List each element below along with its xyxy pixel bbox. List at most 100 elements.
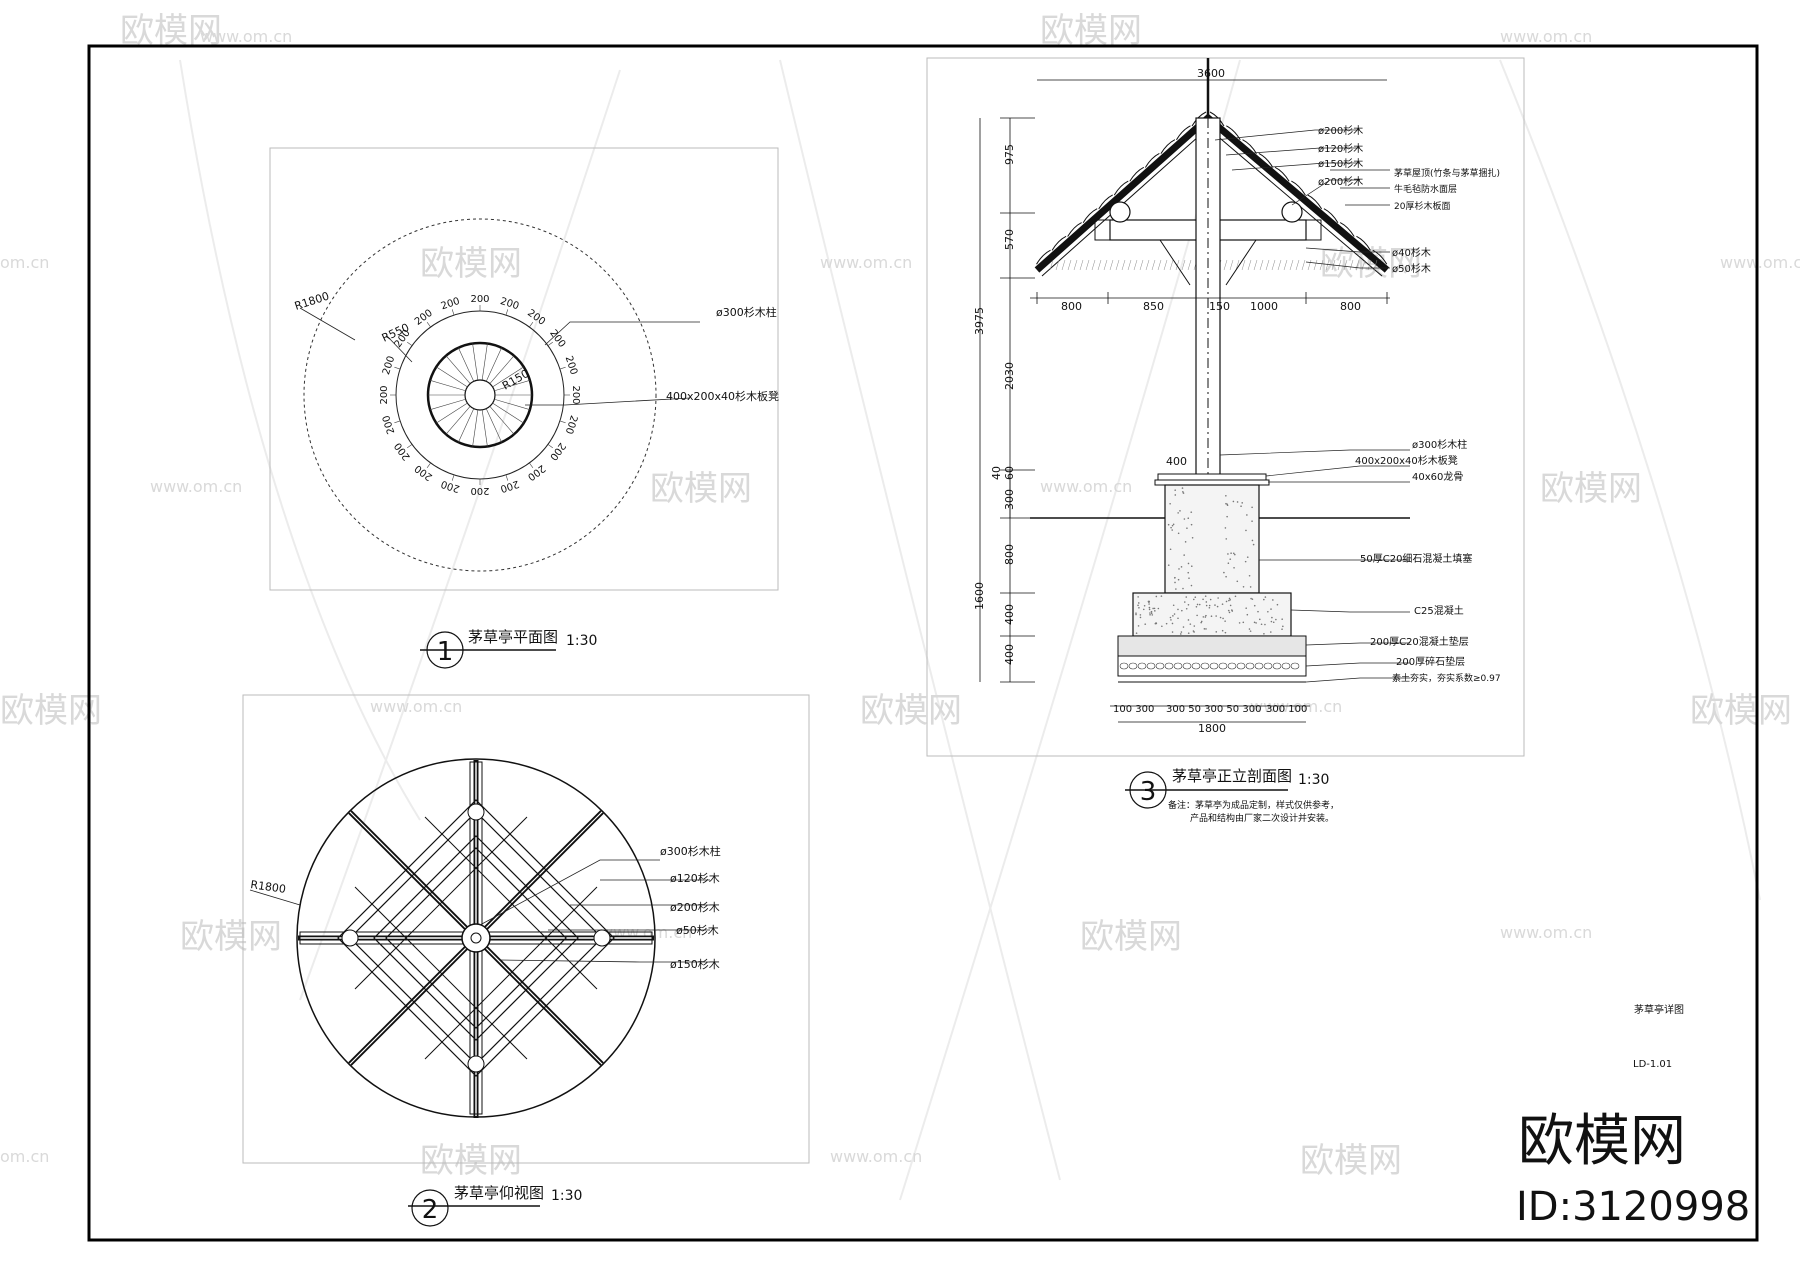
model-id: ID:3120998 xyxy=(1516,1184,1750,1230)
roof-hatch-line xyxy=(1175,259,1180,271)
concrete-dot xyxy=(1248,574,1251,577)
roof-hatch-line xyxy=(1085,259,1090,271)
label-r1: ø200杉木 xyxy=(1318,124,1363,137)
roof-hatch-line xyxy=(1091,259,1096,271)
leader-r1800 xyxy=(299,307,356,341)
label-column: ø300杉木柱 xyxy=(716,305,777,319)
concrete-dot xyxy=(1236,501,1239,503)
dim-base-total: 1800 xyxy=(1198,722,1226,735)
concrete-dot xyxy=(1171,622,1174,625)
concrete-dot xyxy=(1227,609,1230,612)
roof-hatch-line xyxy=(1061,259,1066,271)
dim-base-right: 300 100 xyxy=(1266,704,1307,715)
watermark-brand: 欧模网 xyxy=(420,244,522,284)
slat-dimension-label: 200 xyxy=(379,385,390,404)
bench-slat-line xyxy=(458,408,475,443)
gravel-stone xyxy=(1137,662,1147,670)
concrete-dot xyxy=(1182,626,1185,628)
concrete-dot xyxy=(1191,537,1194,539)
bench-slat-line xyxy=(492,366,524,388)
watermark-url: www.om.cn xyxy=(1250,697,1342,716)
roof-hatch-line xyxy=(1355,259,1360,271)
beam-nodes xyxy=(341,803,611,1073)
watermark-url: www.om.cn xyxy=(1040,477,1132,496)
concrete-dot xyxy=(1172,615,1174,617)
watermark-brand: 欧模网 xyxy=(120,11,222,51)
concrete-dot xyxy=(1154,610,1156,612)
slat-dimension-label: 200 xyxy=(413,308,435,328)
concrete-dot xyxy=(1179,510,1181,512)
concrete-dot xyxy=(1228,599,1230,602)
view2-label-1: ø300杉木柱 xyxy=(660,844,721,858)
concrete-dot xyxy=(1255,622,1257,624)
outer-circle-dashed xyxy=(303,218,657,572)
concrete-dot xyxy=(1205,628,1207,630)
dim-400b: 400 xyxy=(1003,644,1016,665)
concrete-dot xyxy=(1236,580,1239,583)
roof-hatch-line xyxy=(1349,259,1354,271)
concrete-dot xyxy=(1245,607,1247,609)
gravel-stone xyxy=(1227,662,1237,670)
concrete-dot xyxy=(1165,622,1168,625)
view2-frame xyxy=(242,694,810,1164)
dim-w1000: 1000 xyxy=(1250,300,1278,313)
roof-hatch-line xyxy=(1139,259,1144,271)
label-m3: 40x60龙骨 xyxy=(1412,470,1463,483)
concrete-dot xyxy=(1244,560,1247,563)
view2-label-3: ø200杉木 xyxy=(670,900,720,914)
slat-tick xyxy=(451,309,455,316)
bench-slat-line xyxy=(472,343,479,381)
view2-bottom-view: ø300杉木柱 ø120杉木 ø200杉木 ø50杉木 ø150杉木 R1800… xyxy=(242,694,810,1227)
concrete-dot xyxy=(1149,612,1151,614)
gravel-stone xyxy=(1218,662,1228,670)
concrete-dot xyxy=(1202,598,1204,601)
gravel-stone xyxy=(1128,662,1138,670)
concrete-dot xyxy=(1251,598,1254,600)
gravel-stone xyxy=(1200,662,1210,670)
concrete-dot xyxy=(1257,610,1259,613)
concrete-dot xyxy=(1177,608,1179,611)
thatch-tuft xyxy=(1129,166,1145,182)
slat-dimension-label: 200 xyxy=(470,294,489,305)
thatch-tuft xyxy=(1067,222,1082,237)
concrete-dot xyxy=(1174,489,1176,491)
concrete-dot xyxy=(1270,631,1272,633)
concrete-dot xyxy=(1226,504,1229,506)
watermark-brand: 欧模网 xyxy=(650,469,752,509)
slat-tick xyxy=(529,322,534,328)
concrete-dot xyxy=(1185,607,1188,610)
concrete-dot xyxy=(1234,595,1237,598)
concrete-dot xyxy=(1150,610,1153,613)
concrete-dot xyxy=(1139,614,1142,616)
bench-slat-line xyxy=(436,402,468,424)
concrete-dot xyxy=(1170,619,1172,621)
concrete-dot xyxy=(1170,526,1172,529)
concrete-dot xyxy=(1229,598,1231,601)
dim-w400: 400 xyxy=(1166,455,1187,468)
slat-tick xyxy=(505,309,509,316)
concrete-dot xyxy=(1205,604,1208,607)
concrete-dot xyxy=(1242,621,1245,624)
gravel-stone xyxy=(1281,662,1291,670)
concrete-dot xyxy=(1187,632,1190,634)
concrete-dot xyxy=(1185,596,1188,598)
concrete-dot xyxy=(1172,523,1175,526)
column-circle xyxy=(464,379,496,411)
watermark-url: www.om.cn xyxy=(1500,923,1592,942)
roof-hatch-line xyxy=(1301,259,1306,271)
label-r2: ø120杉木 xyxy=(1318,142,1363,155)
drawing-number: LD-1.01 xyxy=(1633,1059,1672,1070)
concrete-dot xyxy=(1182,491,1184,493)
slat-dimension-label: 200 xyxy=(413,462,435,482)
concrete-dot xyxy=(1190,511,1193,513)
concrete-dot xyxy=(1225,495,1227,497)
slat-tick xyxy=(426,462,431,468)
brace-right xyxy=(1225,239,1257,286)
concrete-dot xyxy=(1224,620,1226,622)
concrete-dot xyxy=(1219,616,1222,619)
concrete-dot xyxy=(1181,487,1184,489)
slat-tick xyxy=(559,366,566,370)
bench-slat-line xyxy=(489,355,515,384)
view1-number: 1 xyxy=(437,637,454,667)
